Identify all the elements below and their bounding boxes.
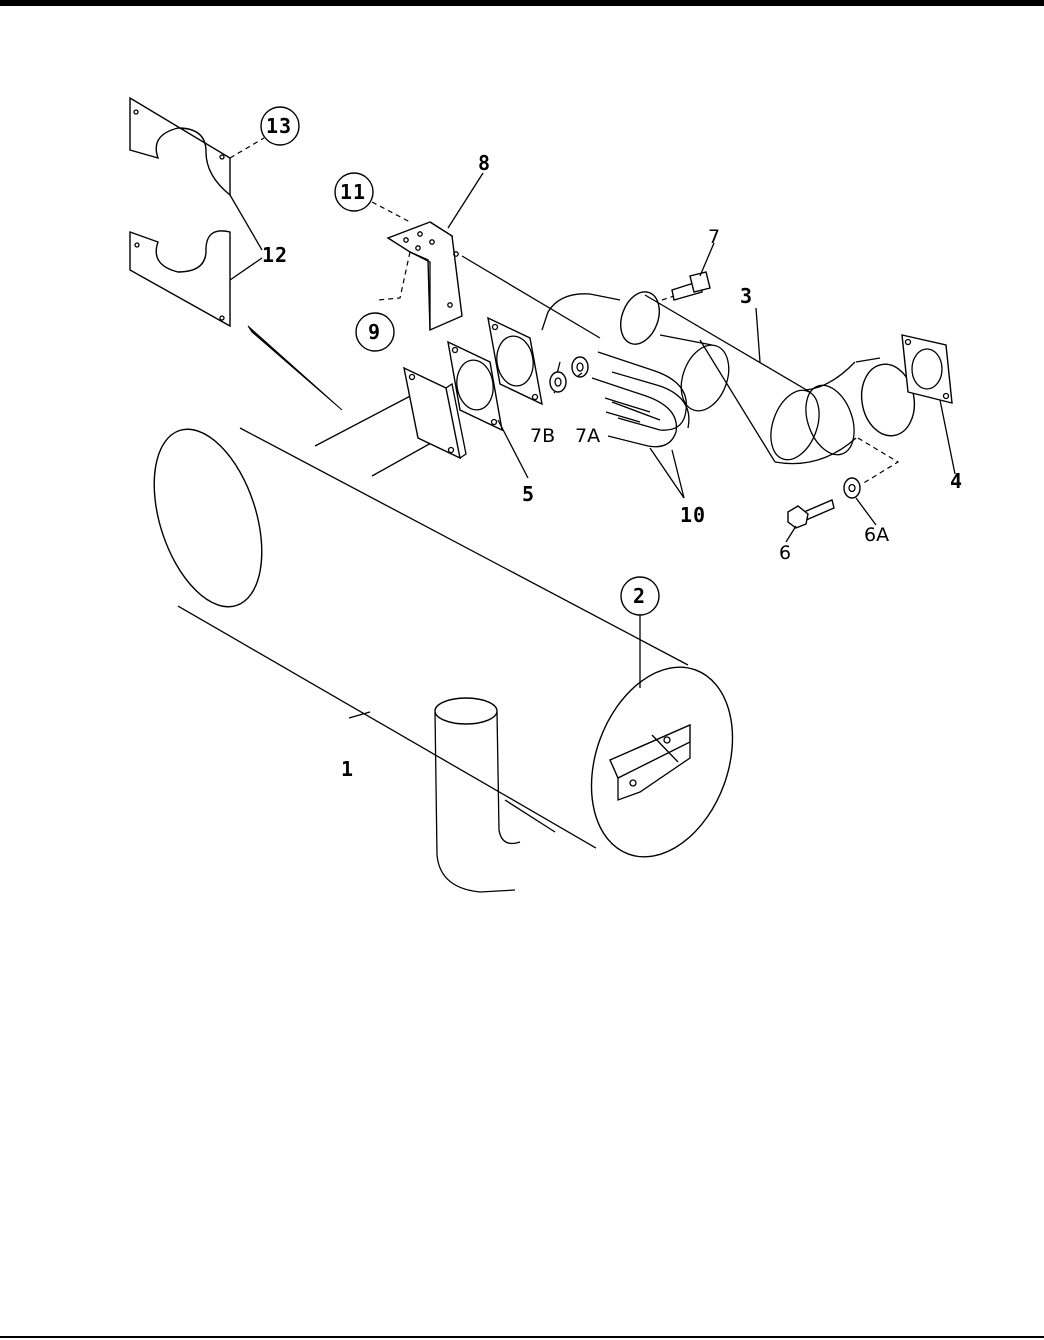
gasket-4: [902, 335, 952, 403]
callout-12: 12: [262, 243, 288, 267]
callout-6a: 6A: [864, 524, 889, 546]
dashed-leaders: [230, 138, 898, 484]
plate-13: [130, 98, 230, 195]
direction-arrow: [248, 326, 342, 410]
callout-3: 3: [740, 284, 753, 308]
washer-7b: [550, 372, 566, 392]
gasket-5: [448, 342, 502, 430]
callout-7b: 7B: [530, 425, 555, 447]
tail-pipe: [435, 698, 555, 892]
callout-1: 1: [341, 757, 354, 781]
muffler-body: [134, 416, 758, 877]
callout-10: 10: [680, 503, 706, 527]
u-bolts: [592, 352, 689, 447]
callout-9: 9: [368, 320, 381, 344]
callout-7a: 7A: [575, 425, 600, 447]
bolt-6: [788, 500, 834, 528]
bolt-7: [672, 272, 710, 300]
plate-12: [130, 231, 230, 326]
washer-6a: [844, 478, 860, 498]
callout-4: 4: [950, 469, 963, 493]
callout-6: 6: [779, 542, 791, 564]
gasket-upper: [488, 318, 542, 404]
callout-7: 7: [708, 226, 720, 248]
callout-13: 13: [266, 114, 292, 138]
callout-11: 11: [340, 180, 366, 204]
bracket-8: [388, 222, 462, 330]
callout-8: 8: [478, 151, 491, 175]
callout-2: 2: [633, 584, 646, 608]
callout-5: 5: [522, 482, 535, 506]
